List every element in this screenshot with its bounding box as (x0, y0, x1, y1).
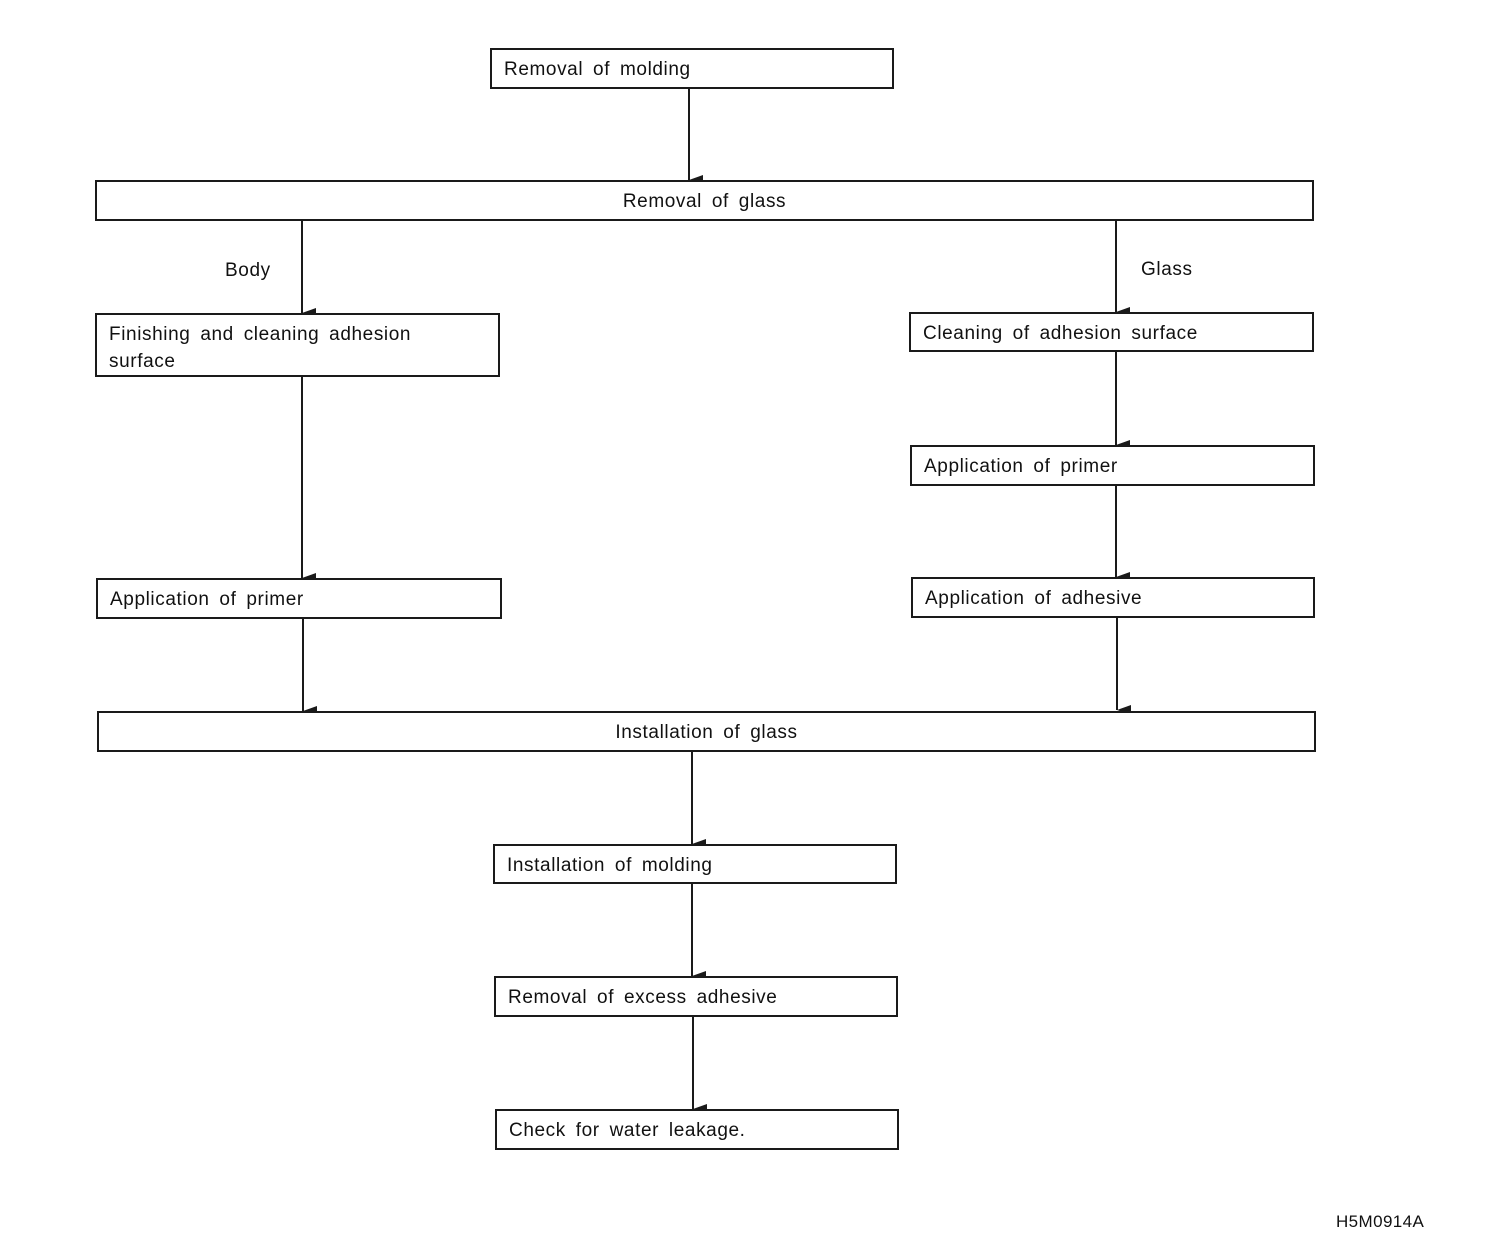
step-glass-application-adhesive: Application of adhesive (911, 577, 1315, 618)
branch-label-body: Body (225, 260, 271, 281)
step-body-finishing-cleaning: Finishing and cleaning adhesion surface (95, 313, 500, 377)
branch-label-glass: Glass (1141, 259, 1193, 280)
figure-code: H5M0914A (1336, 1212, 1425, 1231)
step-body-application-primer: Application of primer (96, 578, 502, 619)
step-removal-of-excess-adhesive: Removal of excess adhesive (494, 976, 898, 1017)
step-glass-cleaning-adhesion: Cleaning of adhesion surface (909, 312, 1314, 352)
step-removal-of-molding: Removal of molding (490, 48, 894, 89)
step-installation-of-glass: Installation of glass (97, 711, 1316, 752)
step-removal-of-glass: Removal of glass (95, 180, 1314, 221)
step-check-water-leakage: Check for water leakage. (495, 1109, 899, 1150)
step-installation-of-molding: Installation of molding (493, 844, 897, 884)
step-glass-application-primer: Application of primer (910, 445, 1315, 486)
